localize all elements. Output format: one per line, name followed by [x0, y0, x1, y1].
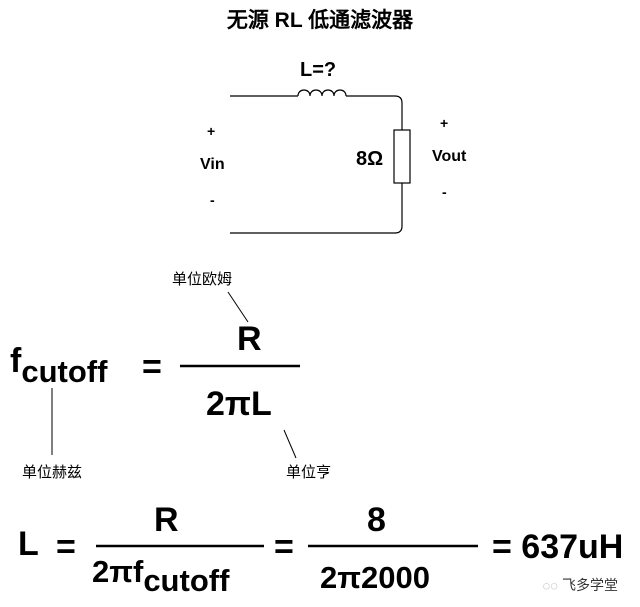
formula2-eq1: = [56, 528, 76, 566]
formula2-frac1-denominator: 2πfcutoff [92, 554, 229, 596]
formula2-frac2-numerator: 8 [367, 501, 386, 539]
formula2-frac1-den-sub: cutoff [143, 563, 230, 598]
vin-minus: - [210, 192, 215, 208]
formula2-result: = 637uH [492, 528, 624, 566]
wechat-icon: ◌◌ [542, 577, 558, 593]
resistor-label: 8Ω [356, 148, 384, 170]
watermark-text: 飞多学堂 [562, 577, 618, 593]
formula2-eq2: = [274, 528, 294, 566]
watermark: ◌◌ 飞多学堂 [543, 575, 618, 595]
vin-label: Vin [200, 156, 225, 173]
formula2-frac1-numerator: R [154, 501, 179, 539]
inductor-label: L=? [300, 59, 337, 81]
vout-plus: + [440, 115, 449, 131]
vout-label: Vout [432, 148, 467, 165]
formula1-f: f [10, 342, 22, 380]
pointer-henry [283, 429, 297, 459]
vin-plus: + [207, 123, 216, 139]
formula1-lhs: fcutoff [10, 342, 107, 387]
wire-bottom [230, 183, 403, 234]
resistor-body [393, 129, 411, 184]
annotation-henry: 单位亨 [286, 464, 332, 481]
vout-minus: - [442, 184, 447, 200]
formula1-denominator: 2πL [206, 385, 272, 423]
formula1-numerator: R [237, 320, 262, 358]
inductor-coil [297, 89, 347, 97]
formula1-equals: = [142, 348, 162, 386]
annotation-ohm: 单位欧姆 [172, 271, 233, 288]
formula2-lhs: L [18, 525, 39, 563]
pointer-ohm [227, 291, 249, 323]
diagram-title: 无源 RL 低通滤波器 [226, 9, 414, 32]
wire-top-right [346, 95, 403, 130]
annotation-hz: 单位赫兹 [22, 464, 83, 481]
formula1-subscript: cutoff [21, 354, 108, 389]
formula2-frac1-den-main: 2πf [92, 554, 144, 589]
formula2-frac2-denominator: 2π2000 [320, 560, 430, 595]
